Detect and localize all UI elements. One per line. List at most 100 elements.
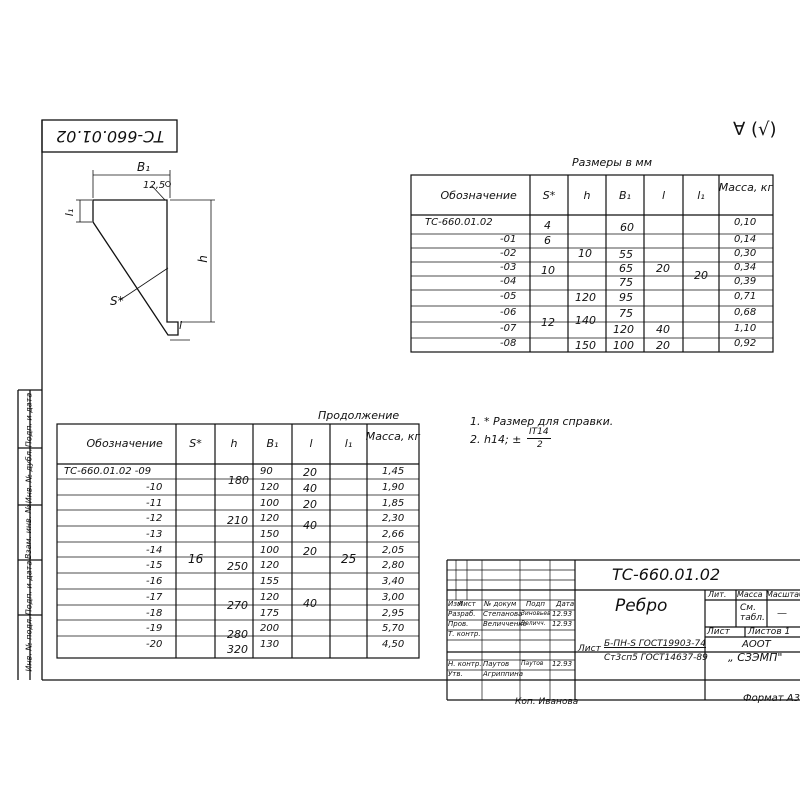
note-2-denominator: 2 — [537, 440, 543, 450]
role-date: 12.93 — [552, 660, 573, 668]
t2-cell-l: 20 — [303, 545, 317, 558]
t1-cell-s: 10 — [541, 264, 555, 277]
t2-row-code: -14 — [146, 545, 163, 556]
t1-cell-s: 4 — [544, 219, 551, 232]
t2-cell-h: 210 — [227, 514, 248, 527]
t1-cell-s: 12 — [541, 316, 555, 329]
t2-row-mass: 1,45 — [382, 466, 405, 477]
t1-header-b1: B₁ — [619, 189, 631, 202]
role-name: Величченко — [483, 620, 527, 628]
t2-cell-l: 40 — [303, 597, 317, 610]
role-name: Паутов — [483, 660, 510, 668]
role-sign: Паутов — [521, 660, 544, 667]
t1-row-code: TC-660.01.02 — [425, 217, 493, 228]
t1-cell-b1: 75 — [619, 276, 633, 289]
t2-row-code: -13 — [146, 529, 163, 540]
t2-cell-b1: 100 — [260, 545, 280, 556]
copied-by: Коп. Иванова — [515, 697, 579, 707]
t1-row-mass: 0,14 — [734, 234, 757, 245]
table2-grid — [56, 423, 420, 659]
lit-label: Лит. — [708, 590, 727, 599]
t1-cell-b1: 120 — [613, 323, 634, 336]
t2-cell-h: 280 — [227, 628, 248, 641]
t1-cell-b1: 65 — [619, 262, 633, 275]
sheets-label: Листов 1 — [748, 627, 791, 637]
h-label: h — [195, 255, 210, 263]
t1-header-mass: Масса, кг — [718, 181, 774, 194]
strip-vzam: Взам. инв. № — [24, 504, 34, 560]
t2-cell-l: 20 — [303, 498, 317, 511]
t2-cell-h: 320 — [227, 643, 248, 656]
t1-cell-b1: 95 — [619, 291, 633, 304]
t2-row-mass: 1,90 — [382, 482, 405, 493]
t2-merged-l1: 25 — [341, 552, 357, 566]
t1-row-code: -06 — [500, 307, 517, 318]
note-2-numerator: IT14 — [529, 427, 549, 437]
t2-header-oboznachenie: Обозначение — [86, 437, 163, 450]
col-podp: Подп — [526, 600, 545, 608]
t2-cell-b1: 155 — [260, 576, 280, 587]
t2-cell-b1: 90 — [260, 466, 273, 477]
t2-row-mass: 2,66 — [382, 529, 405, 540]
material-prefix: Лист — [578, 644, 601, 654]
org-line-2: „ СЗЭМП" — [728, 651, 783, 664]
t2-row-mass: 3,40 — [382, 576, 405, 587]
mass-label: Масса — [737, 590, 763, 599]
t2-row-mass: 1,85 — [382, 498, 405, 509]
t2-header-l1: l₁ — [344, 437, 353, 450]
t1-cell-b1: 60 — [620, 221, 634, 234]
t2-row-mass: 4,50 — [382, 639, 405, 650]
t2-row-mass: 3,00 — [382, 592, 405, 603]
t1-cell-b1: 75 — [619, 307, 633, 320]
strip-inv-dubl: Инв. № дубл. — [24, 448, 34, 504]
t2-row-code: -12 — [146, 513, 163, 524]
t1-header-l1: l₁ — [697, 189, 705, 202]
table1-grid — [410, 174, 774, 353]
t2-cell-b1: 175 — [260, 608, 280, 619]
strip-inv-podl: Инв. № подл. — [24, 616, 34, 672]
t2-cell-l: 20 — [303, 466, 317, 479]
t1-row-mass: 1,10 — [734, 323, 757, 334]
s-label: S* — [110, 294, 124, 308]
t2-header-h: h — [230, 437, 238, 450]
role-label: Пров. — [448, 620, 469, 628]
t1-row-code: -04 — [500, 276, 517, 287]
title-block-grid — [446, 559, 800, 701]
material-line-1: Б-ПН-S ГОСТ19903-74 — [604, 639, 706, 649]
format-label: Формат А3 — [743, 693, 800, 704]
role-name: Степанова — [483, 610, 523, 618]
note-2-fraction-bar — [527, 438, 551, 439]
t1-cell-h: 140 — [575, 314, 596, 327]
t2-header-s: S* — [189, 437, 202, 450]
t2-cell-h: 180 — [228, 474, 249, 487]
rotated-doc-code: TC-660.01.02 — [56, 127, 165, 146]
t1-header-oboznachenie: Обозначение — [440, 189, 517, 202]
t2-row-code: -19 — [146, 623, 163, 634]
t2-cell-b1: 120 — [260, 592, 280, 603]
t1-cell-h: 10 — [578, 247, 592, 260]
t2-row-code: -10 — [146, 482, 163, 493]
t2-cell-b1: 200 — [260, 623, 280, 634]
strip-podp-2: Подп. и дата — [24, 392, 34, 448]
t2-cell-b1: 130 — [260, 639, 280, 650]
scale-label: Масштаб — [766, 590, 800, 599]
b1-label: B₁ — [137, 160, 151, 174]
t2-row-mass: 2,30 — [382, 513, 405, 524]
role-name: Агриппина — [483, 670, 524, 678]
t2-cell-h: 270 — [227, 599, 248, 612]
t1-row-code: -03 — [500, 262, 517, 273]
mass-value: См. табл. — [740, 603, 765, 623]
t2-cell-b1: 120 — [260, 482, 280, 493]
t2-row-code: -11 — [146, 498, 163, 509]
t2-cell-h: 250 — [227, 560, 248, 573]
t1-row-mass: 0,10 — [734, 217, 757, 228]
t1-row-mass: 0,30 — [734, 248, 757, 259]
t1-cell-b1: 55 — [619, 248, 633, 261]
role-date: 12.93 — [552, 620, 573, 628]
col-list: Лист — [458, 600, 476, 608]
role-sign: Зиновьев — [521, 610, 551, 617]
t1-header-l: l — [661, 189, 666, 202]
t2-row-code: -20 — [146, 639, 163, 650]
strip-podp-1: Подп. и дата — [24, 560, 34, 616]
